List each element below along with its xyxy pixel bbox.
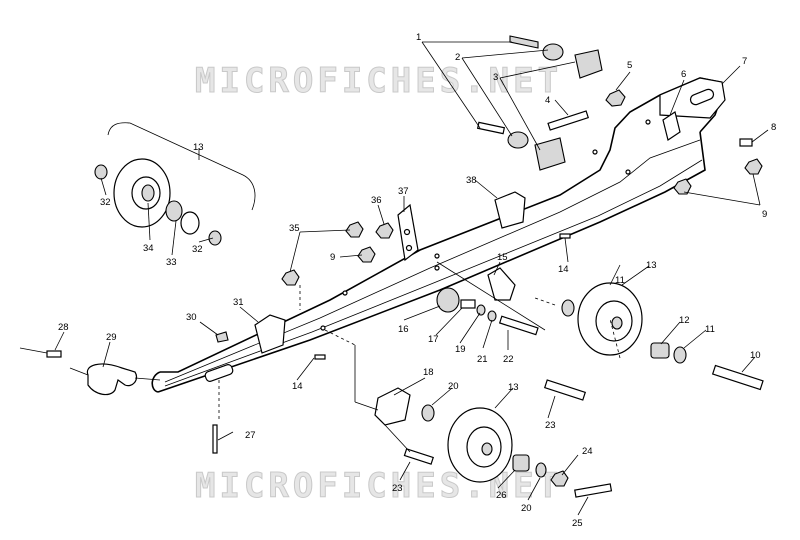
bracket-18 bbox=[374, 387, 411, 426]
callout-13-bottom: 13 bbox=[508, 382, 519, 393]
callout-13-left: 13 bbox=[193, 142, 204, 153]
roller-16 bbox=[436, 287, 460, 313]
spacer-26 bbox=[512, 454, 530, 472]
slide-rail bbox=[151, 77, 726, 393]
bolt-10 bbox=[711, 364, 764, 391]
callout-11-lower: 11 bbox=[705, 324, 715, 335]
callout-6: 6 bbox=[681, 69, 686, 80]
callout-1: 1 bbox=[416, 32, 421, 43]
callout-18: 18 bbox=[423, 367, 434, 378]
callout-7: 7 bbox=[742, 56, 747, 67]
slide-block-31 bbox=[254, 314, 286, 354]
callout-38: 38 bbox=[466, 175, 477, 186]
callout-19: 19 bbox=[455, 344, 466, 355]
wheel-bottom bbox=[447, 407, 513, 483]
nut-35a bbox=[345, 221, 364, 238]
callout-20-lower: 20 bbox=[521, 503, 532, 514]
callout-20-upper: 20 bbox=[448, 381, 459, 392]
nut-9a bbox=[744, 158, 763, 175]
callout-26: 26 bbox=[496, 490, 507, 501]
nut-5 bbox=[605, 89, 626, 107]
callout-22: 22 bbox=[503, 354, 514, 365]
nut-9c bbox=[357, 246, 376, 263]
spacer-17 bbox=[460, 299, 476, 309]
bolt-23a bbox=[543, 379, 587, 401]
callout-31: 31 bbox=[233, 297, 244, 308]
bolt-25 bbox=[574, 483, 613, 498]
callout-9-right: 9 bbox=[762, 209, 767, 220]
callout-32-left: 32 bbox=[100, 197, 111, 208]
callout-35: 35 bbox=[289, 223, 300, 234]
callout-29: 29 bbox=[106, 332, 117, 343]
callout-13-right: 13 bbox=[646, 260, 657, 271]
callout-9-left: 9 bbox=[330, 252, 335, 263]
callout-28: 28 bbox=[58, 322, 69, 333]
watermark-top: MICROFICHES.NET bbox=[195, 61, 562, 101]
callout-3: 3 bbox=[493, 72, 498, 83]
callout-10: 10 bbox=[750, 350, 761, 361]
callout-36: 36 bbox=[371, 195, 382, 206]
callout-32-right: 32 bbox=[192, 244, 203, 255]
callout-23-upper: 23 bbox=[545, 420, 556, 431]
callout-2: 2 bbox=[455, 52, 460, 63]
callout-5: 5 bbox=[627, 60, 632, 71]
washer-20b bbox=[535, 462, 547, 478]
wheel-assembly-left bbox=[94, 122, 256, 246]
callout-34: 34 bbox=[143, 243, 154, 254]
wheel-right bbox=[577, 282, 643, 356]
callout-33: 33 bbox=[166, 257, 177, 268]
nut-36 bbox=[375, 222, 394, 239]
watermark-bottom: MICROFICHES.NET bbox=[195, 466, 562, 506]
nut-35b bbox=[281, 269, 300, 286]
hook-29 bbox=[86, 363, 138, 396]
washer-11b bbox=[673, 346, 687, 364]
clip-30 bbox=[215, 331, 229, 343]
callout-15: 15 bbox=[497, 252, 508, 263]
slide-block-38 bbox=[494, 191, 526, 229]
nut-24 bbox=[550, 470, 569, 487]
block-3 bbox=[534, 49, 603, 171]
washer-21 bbox=[487, 310, 497, 322]
callout-4: 4 bbox=[545, 95, 550, 106]
callout-17: 17 bbox=[428, 334, 439, 345]
washer-11a bbox=[561, 299, 575, 317]
callout-8: 8 bbox=[771, 122, 776, 133]
washer-19 bbox=[476, 304, 486, 316]
callout-12: 12 bbox=[679, 315, 690, 326]
bolt-4 bbox=[547, 110, 590, 131]
pin-14a bbox=[559, 233, 571, 239]
bolt-1 bbox=[476, 35, 539, 135]
callout-21: 21 bbox=[477, 354, 488, 365]
spacer-12 bbox=[650, 342, 670, 359]
callout-14-upper: 14 bbox=[558, 264, 569, 275]
callout-23-lower: 23 bbox=[392, 483, 403, 494]
screw-27 bbox=[212, 424, 218, 454]
callout-11-upper: 11 bbox=[615, 275, 625, 286]
bolt-22 bbox=[498, 315, 539, 336]
leader-lines bbox=[19, 41, 769, 516]
screw-8 bbox=[739, 138, 753, 147]
bolt-23b bbox=[403, 448, 434, 465]
callout-16: 16 bbox=[398, 324, 409, 335]
bracket-15 bbox=[487, 267, 516, 301]
callout-37: 37 bbox=[398, 186, 409, 197]
washer-20a bbox=[421, 404, 435, 422]
callout-25: 25 bbox=[572, 518, 583, 529]
pin-14b bbox=[314, 354, 326, 360]
callout-30: 30 bbox=[186, 312, 197, 323]
pin-28 bbox=[46, 350, 62, 358]
callout-27: 27 bbox=[245, 430, 256, 441]
callout-14-lower: 14 bbox=[292, 381, 303, 392]
callout-24: 24 bbox=[582, 446, 593, 457]
callout-labels: 1 2 3 4 5 6 7 8 9 9 10 11 11 12 13 13 13… bbox=[58, 32, 776, 529]
bushing-2 bbox=[507, 43, 564, 149]
nut-9b bbox=[673, 178, 692, 195]
